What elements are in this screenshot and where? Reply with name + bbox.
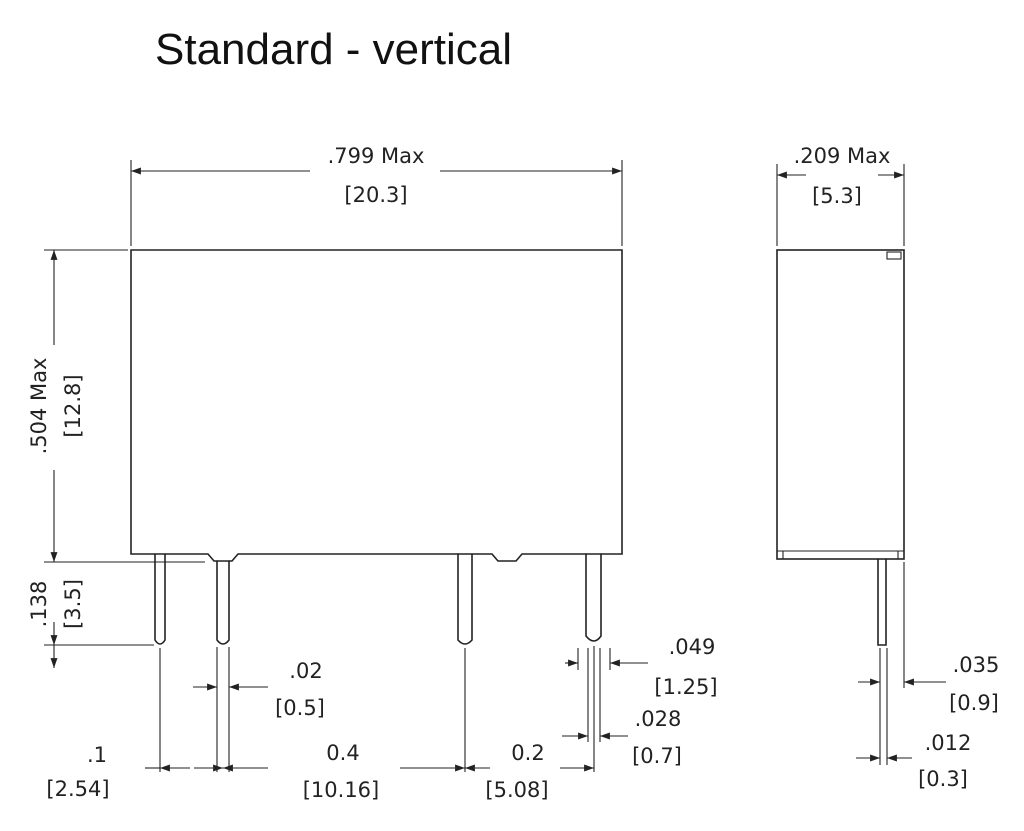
side-pin-dim-inch: .035 [953, 653, 1000, 677]
side-thickness-dim-inch: .012 [925, 731, 972, 755]
depth-dim-inch: .209 Max [794, 144, 891, 168]
pin-width-dim-inch: .02 [289, 659, 322, 683]
height-dim-inch: .504 Max [27, 358, 51, 455]
pin-2 [216, 560, 230, 645]
side-thickness-dim-mm: [0.3] [918, 767, 968, 791]
drawing-title: Standard - vertical [155, 25, 512, 74]
pin-width-dim-mm: [0.5] [275, 696, 325, 720]
side-tab [886, 251, 902, 260]
hole-2-dim-inch: .028 [635, 707, 682, 731]
pin-length-dim-inch: .138 [27, 581, 51, 628]
pitch-2-dim-mm: [10.16] [303, 778, 380, 802]
depth-dim-mm: [5.3] [812, 184, 862, 208]
height-dim-mm: [12.8] [61, 374, 85, 437]
hole-1-dim-mm: [1.25] [654, 675, 717, 699]
pin-4 [585, 553, 602, 642]
side-view: .209 Max [5.3] .035 [0.9] .012 [0.3] [776, 144, 1000, 791]
hole-1-dim-inch: .049 [669, 635, 716, 659]
hole-2-dim-mm: [0.7] [632, 744, 682, 768]
front-view: .799 Max [20.3] .504 Max [12.8] .138 [3.… [27, 144, 718, 802]
pitch-2-dim-inch: 0.4 [326, 741, 359, 765]
pin-length-dim-mm: [3.5] [61, 579, 85, 629]
pitch-1-dim-mm: [2.54] [46, 777, 109, 801]
relay-body-side [776, 249, 905, 560]
relay-body-front [130, 249, 623, 562]
pin-1 [154, 553, 166, 645]
pin-3 [457, 553, 473, 645]
pitch-1-dim-inch: .1 [87, 743, 107, 767]
width-dim-inch: .799 Max [328, 144, 425, 168]
pitch-3-dim-inch: 0.2 [511, 741, 544, 765]
pitch-3-dim-mm: [5.08] [485, 778, 548, 802]
side-pin-dim-mm: [0.9] [949, 691, 999, 715]
width-dim-mm: [20.3] [344, 183, 407, 207]
side-pin [877, 558, 887, 646]
